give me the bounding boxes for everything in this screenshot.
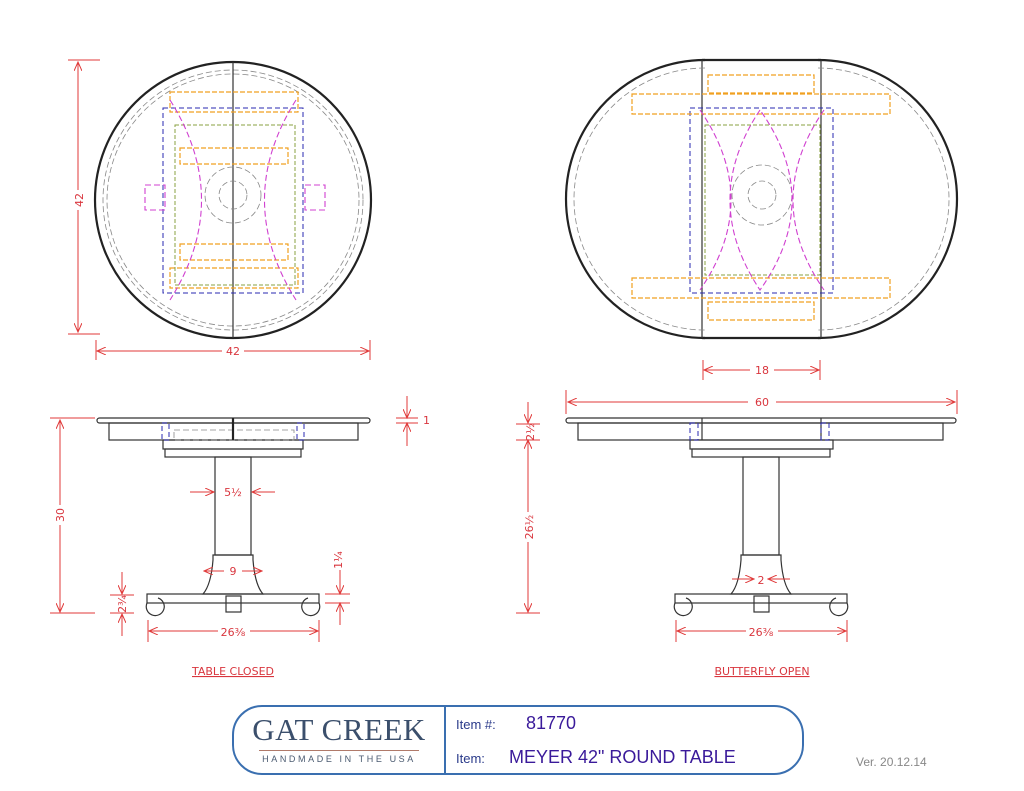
foot-span-label: 26⅜: [221, 626, 246, 639]
open-foot-span-label: 26⅜: [749, 626, 774, 639]
closed-caption: TABLE CLOSED: [191, 665, 274, 678]
item-name-label: Item:: [456, 751, 485, 766]
plan-width-label: 42: [226, 345, 240, 358]
plan-depth-label: 42: [73, 193, 86, 207]
open-plan-view: [564, 58, 959, 340]
gat-creek-logo: GAT CREEK HANDMADE IN THE USA: [234, 707, 446, 773]
open-plan-dimensions: 18: [702, 360, 821, 380]
closed-plan-dimensions: 42 42: [68, 59, 371, 360]
item-name-value: MEYER 42" ROUND TABLE: [509, 747, 736, 767]
leaf-width-label: 18: [755, 364, 769, 377]
open-elevation-dimensions: 60 2½ 26½ 2 26⅜ BUTTERFLY OPEN: [516, 390, 958, 678]
post-width-label: 2: [758, 574, 765, 587]
logo-divider: [259, 750, 419, 751]
open-elevation-view: [565, 417, 957, 617]
closed-elevation-dimensions: 30 1 5½ 9 2¾ 1¼ 26⅜ TABLE CLOSED: [50, 396, 430, 678]
title-block: GAT CREEK HANDMADE IN THE USA Item #: 81…: [232, 705, 804, 775]
leg-height-label: 26½: [523, 515, 536, 540]
logo-tagline: HANDMADE IN THE USA: [262, 754, 416, 764]
item-number-value: 81770: [526, 713, 577, 733]
closed-plan-view: [93, 60, 373, 340]
table-height-label: 30: [54, 508, 67, 522]
column-width-label: 5½: [224, 486, 242, 499]
open-length-label: 60: [755, 396, 769, 409]
apron-height-label: 2½: [524, 423, 537, 441]
base-width-label: 9: [230, 565, 237, 578]
top-thickness-label: 1: [423, 414, 430, 427]
closed-elevation-view: [96, 417, 371, 617]
rail-height-label: 1¼: [332, 551, 345, 569]
version-label: Ver. 20.12.14: [856, 755, 927, 769]
foot-height-label: 2¾: [116, 595, 129, 613]
open-caption: BUTTERFLY OPEN: [714, 665, 809, 678]
item-number-label: Item #:: [456, 717, 496, 732]
logo-brand: GAT CREEK: [252, 712, 426, 747]
